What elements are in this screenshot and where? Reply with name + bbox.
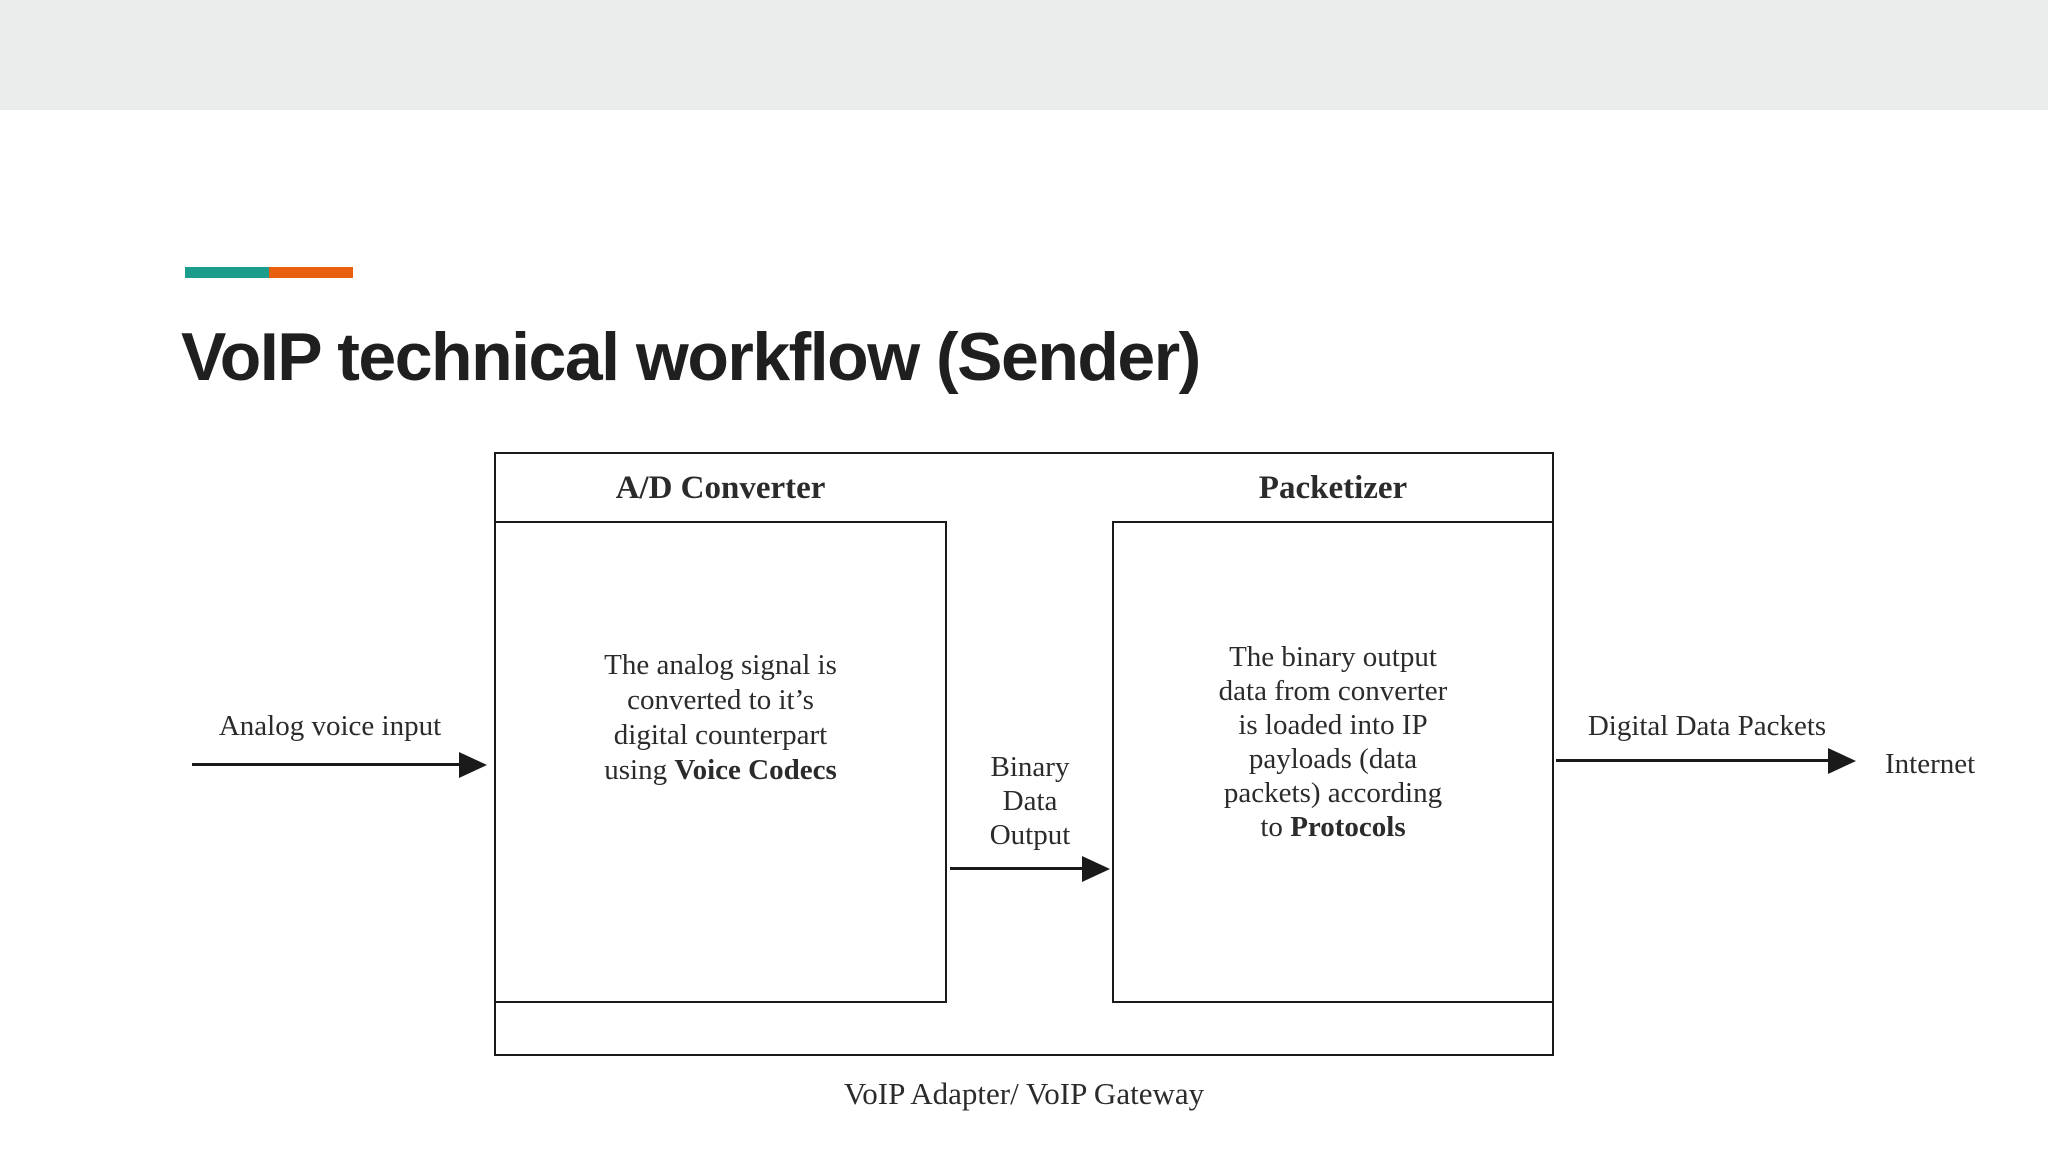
ad-converter-box xyxy=(494,521,947,1003)
digital-packets-arrow-shaft xyxy=(1556,759,1834,762)
analog-voice-input-label: Analog voice input xyxy=(218,710,442,742)
page-title: VoIP technical workflow (Sender) xyxy=(181,319,1201,395)
binary-output-arrow xyxy=(950,856,1110,882)
analog-input-arrow-shaft xyxy=(192,763,465,766)
ad-converter-description: The analog signal is converted to it’s d… xyxy=(494,648,947,788)
ad-converter-title: A/D Converter xyxy=(615,470,826,506)
accent-bar-teal-segment xyxy=(185,267,269,278)
binary-output-arrow-head xyxy=(1082,856,1110,882)
digital-packets-arrow xyxy=(1556,748,1856,774)
voip-gateway-caption: VoIP Adapter/ VoIP Gateway xyxy=(843,1076,1205,1111)
packetizer-box xyxy=(1112,521,1554,1003)
analog-input-arrow-head xyxy=(459,752,487,778)
protocols-bold-text: Protocols xyxy=(1290,811,1406,843)
binary-data-output-label: Binary Data Output xyxy=(989,751,1071,851)
digital-packets-arrow-head xyxy=(1828,748,1856,774)
voice-codecs-bold-text: Voice Codecs xyxy=(674,754,837,786)
internet-label: Internet xyxy=(1885,748,1976,780)
accent-bar-orange-segment xyxy=(269,267,353,278)
ad-converter-description-text: The analog signal is converted to it’s d… xyxy=(604,649,837,786)
top-decorative-band xyxy=(0,0,2048,110)
title-accent-bar xyxy=(185,267,353,278)
analog-input-arrow xyxy=(192,752,487,778)
binary-output-arrow-shaft xyxy=(950,867,1088,870)
packetizer-description: The binary output data from converter is… xyxy=(1112,640,1554,844)
packetizer-title: Packetizer xyxy=(1258,470,1408,506)
packetizer-description-text: The binary output data from converter is… xyxy=(1218,641,1448,843)
digital-data-packets-label: Digital Data Packets xyxy=(1587,710,1827,742)
